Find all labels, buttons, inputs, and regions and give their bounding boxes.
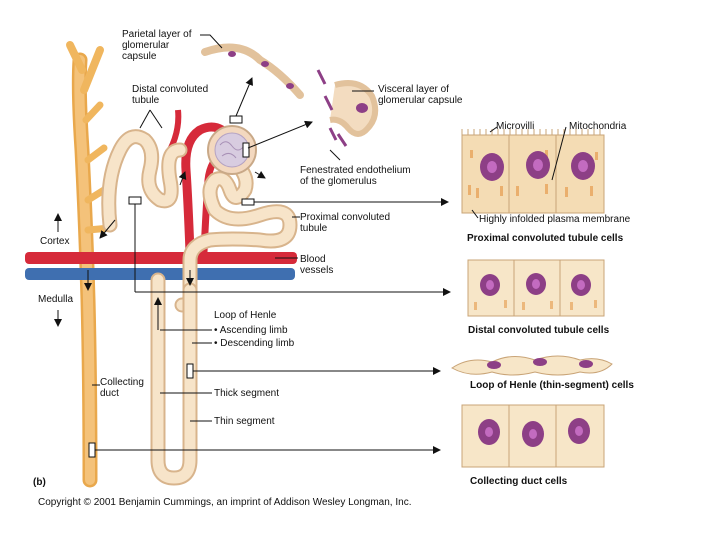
label-ascending-limb: • Ascending limb <box>214 325 288 336</box>
caption-loh: Loop of Henle (thin-segment) cells <box>470 380 634 391</box>
collecting-duct-shape <box>66 41 114 488</box>
label-mitochondria: Mitochondria <box>569 121 627 132</box>
label-thin-segment: Thin segment <box>214 416 275 427</box>
label-thick-segment: Thick segment <box>214 388 280 399</box>
glomerulus-shape <box>207 125 257 175</box>
label-collecting-duct: Collecting duct <box>100 377 144 399</box>
label-loop-of-henle: Loop of Henle <box>214 310 277 321</box>
pointer-lines <box>92 34 451 454</box>
label-microvilli: Microvilli <box>496 121 535 132</box>
copyright-text: Copyright © 2001 Benjamin Cummings, an i… <box>38 497 412 508</box>
parietal-cells-shape <box>201 43 304 99</box>
label-blood-vessels: Blood vessels <box>300 254 334 276</box>
label-descending-limb: • Descending limb <box>214 338 295 349</box>
dct-cells-inset <box>467 259 605 317</box>
nephron-tubule-shape <box>101 129 298 486</box>
label-distal: Distal convoluted tubule <box>132 84 209 106</box>
caption-cd: Collecting duct cells <box>470 476 568 487</box>
caption-dct: Distal convoluted tubule cells <box>468 325 610 336</box>
label-parietal: Parietal layer of glomerular capsule <box>122 29 192 62</box>
flow-arrows <box>84 170 266 330</box>
caption-pct: Proximal convoluted tubule cells <box>467 233 624 244</box>
label-cortex: Cortex <box>40 236 70 247</box>
panel-label: (b) <box>33 477 46 488</box>
loh-cells-inset <box>451 355 613 376</box>
pct-cells-inset <box>461 126 605 219</box>
label-fenestrated: Fenestrated endothelium of the glomerulu… <box>300 165 411 187</box>
label-proximal: Proximal convoluted tubule <box>300 212 391 234</box>
podocyte-shape <box>316 69 379 147</box>
label-medulla: Medulla <box>38 294 74 305</box>
sample-boxes <box>88 115 255 458</box>
cd-cells-inset <box>461 404 605 468</box>
label-visceral: Visceral layer of glomerular capsule <box>378 84 463 106</box>
label-infolded-membrane: Highly infolded plasma membrane <box>479 214 631 225</box>
